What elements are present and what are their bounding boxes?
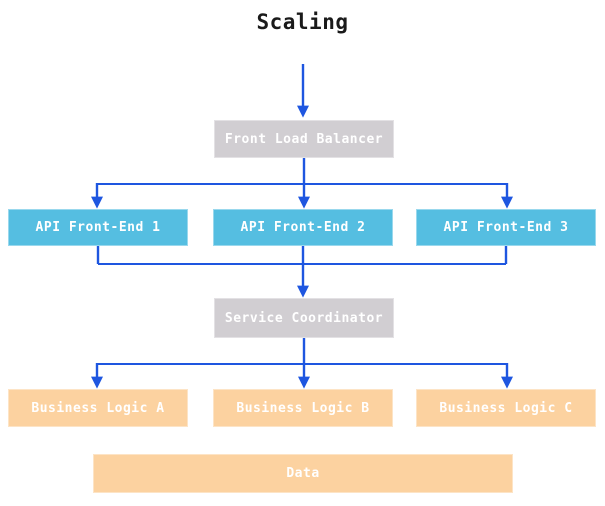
node-api-front-end-2: API Front-End 2 xyxy=(213,209,393,246)
node-api-front-end-3: API Front-End 3 xyxy=(416,209,596,246)
node-label: Data xyxy=(286,466,320,481)
node-label: Business Logic B xyxy=(236,400,370,416)
node-label: API Front-End 3 xyxy=(443,220,569,235)
edge-api-front-ends-to-service-coordinator xyxy=(96,246,508,298)
edge-flb-to-api-front-ends xyxy=(91,158,513,209)
node-label: Service Coordinator xyxy=(224,310,384,326)
node-business-logic-a: Business Logic A xyxy=(8,389,188,427)
node-service-coordinator: Service Coordinator xyxy=(214,298,394,338)
node-label: Business Logic A xyxy=(31,400,165,416)
node-label: API Front-End 1 xyxy=(35,220,161,235)
edge-service-coordinator-to-business-logic xyxy=(91,338,513,389)
node-api-front-end-1: API Front-End 1 xyxy=(8,209,188,246)
node-business-logic-b: Business Logic B xyxy=(213,389,393,427)
node-business-logic-c: Business Logic C xyxy=(416,389,596,427)
node-front-load-balancer: Front Load Balancer xyxy=(214,120,394,158)
node-data: Data xyxy=(93,454,513,493)
diagram-title: Scaling xyxy=(256,10,349,34)
node-label: API Front-End 2 xyxy=(240,220,366,235)
node-label: Business Logic C xyxy=(439,400,573,416)
node-label: Front Load Balancer xyxy=(224,131,384,147)
